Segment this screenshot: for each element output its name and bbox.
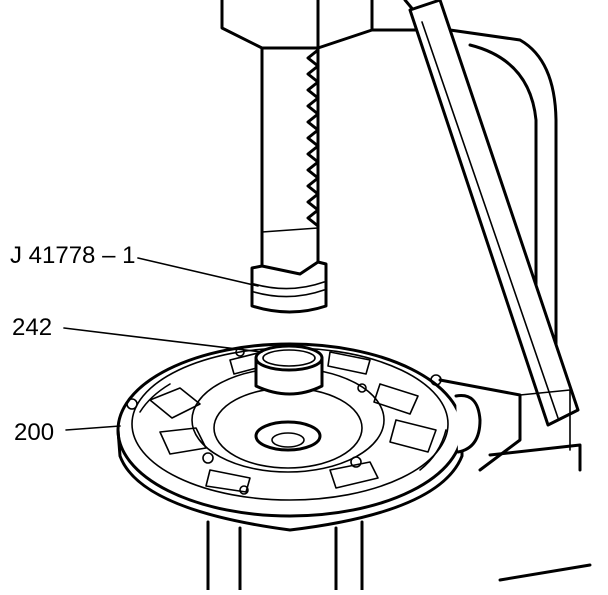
leader-lines [63, 257, 263, 431]
label-pump-body: 200 [14, 419, 55, 446]
leader-pump-body [65, 425, 121, 431]
press-base-column [206, 520, 364, 592]
label-tool: J 41778 – 1 [10, 242, 136, 269]
press-frame [370, 0, 592, 582]
bushing [254, 344, 324, 396]
leader-bushing [63, 327, 263, 353]
label-bushing: 242 [12, 314, 53, 341]
leader-tool [137, 257, 259, 287]
press-ram [220, 0, 374, 314]
pump-body [116, 342, 482, 532]
